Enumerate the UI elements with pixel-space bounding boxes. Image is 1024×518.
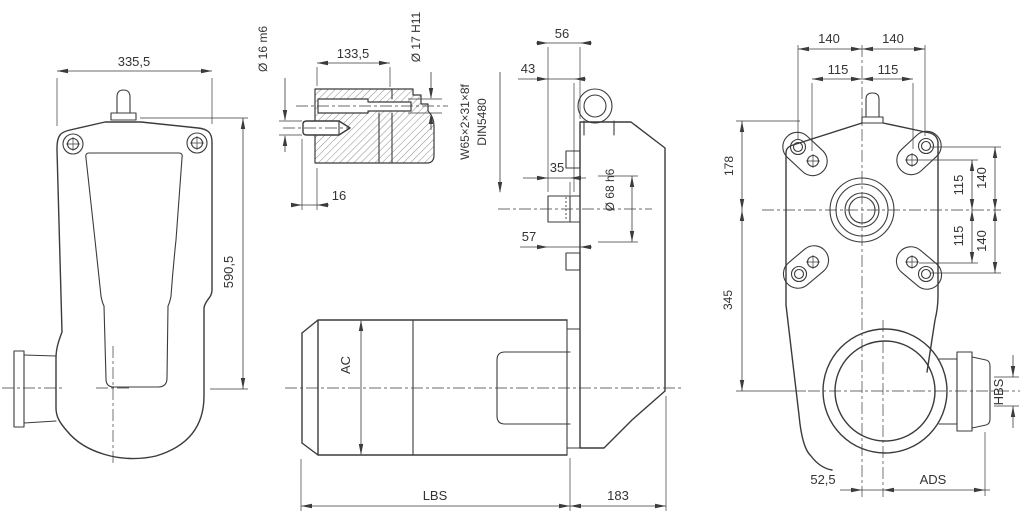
port-flange (13, 350, 25, 428)
dim-35: 35 (550, 160, 564, 175)
dim-spline-1: W65×2×31×8f (458, 83, 472, 159)
dim-spline-2: DIN5480 (475, 98, 489, 146)
dim-140-upper: 140 (974, 167, 989, 189)
screw-hole (186, 132, 208, 154)
mount-lug (782, 245, 830, 289)
side-centerlines (2, 346, 132, 463)
mount-lug (782, 131, 828, 177)
face-tab (565, 150, 581, 169)
face-tab (565, 252, 581, 271)
dim-section-width: 133,5 (337, 46, 370, 61)
mount-lug (896, 130, 942, 176)
dim-345: 345 (721, 290, 735, 310)
pin-flange (861, 116, 884, 124)
front-centerlines (762, 45, 1020, 497)
dim-motor-diameter: AC (338, 356, 353, 374)
side-view: 335,5 590,5 (2, 54, 248, 463)
section-dimensions: 133,5 Ø 16 m6 Ø 17 H11 16 (256, 11, 442, 210)
dim-ads: ADS (920, 472, 947, 487)
front-outline (782, 92, 991, 471)
dim-56: 56 (555, 26, 569, 41)
dim-115-lower: 115 (951, 226, 966, 247)
dim-115-right: 115 (878, 62, 899, 77)
dim-width-side: 335,5 (118, 54, 151, 69)
dim-140-lower: 140 (974, 230, 989, 252)
drive-view: 56 43 W65×2×31×8f DIN5480 35 Ø 68 h6 57 … (285, 26, 682, 511)
side-view-outline (13, 89, 213, 460)
dim-140-right: 140 (882, 31, 904, 46)
front-view: 140 140 115 115 178 345 115 140 115 140 … (721, 31, 1020, 497)
dim-52-5: 52,5 (810, 472, 835, 487)
dim-hub-diameter: Ø 68 h6 (603, 168, 617, 211)
dim-57: 57 (522, 229, 536, 244)
dim-pin-protrusion: 16 (332, 188, 346, 203)
dim-115-left: 115 (828, 62, 849, 77)
dim-178: 178 (722, 156, 736, 176)
drive-dimensions: 56 43 W65×2×31×8f DIN5480 35 Ø 68 h6 57 … (300, 26, 667, 511)
mount-lug (895, 246, 943, 290)
section-centerlines (283, 105, 448, 129)
dim-140-left: 140 (818, 31, 840, 46)
dim-43: 43 (521, 61, 535, 76)
port-tube (971, 356, 991, 429)
front-dimensions: 140 140 115 115 178 345 115 140 115 140 … (721, 31, 1019, 496)
screw-hole (62, 133, 84, 155)
dim-pin-diameter: Ø 16 m6 (256, 26, 270, 72)
side-dimensions: 335,5 590,5 (56, 54, 248, 390)
spline-shaft (547, 195, 581, 223)
section-detail-view: 133,5 Ø 16 m6 Ø 17 H11 16 (256, 11, 448, 210)
dim-height-side: 590,5 (221, 256, 236, 289)
dim-115-upper: 115 (951, 175, 966, 196)
lifting-eye (577, 88, 613, 124)
drive-centerlines (285, 208, 682, 389)
dim-hbs: HBS (991, 378, 1006, 405)
section-part-joints (378, 88, 393, 164)
pin-flange (110, 112, 137, 121)
dim-183: 183 (607, 488, 629, 503)
dim-motor-length: LBS (423, 488, 448, 503)
port-flange (956, 351, 973, 432)
dim-bore-diameter: Ø 17 H11 (409, 11, 423, 62)
section-hatched-body (314, 88, 435, 164)
